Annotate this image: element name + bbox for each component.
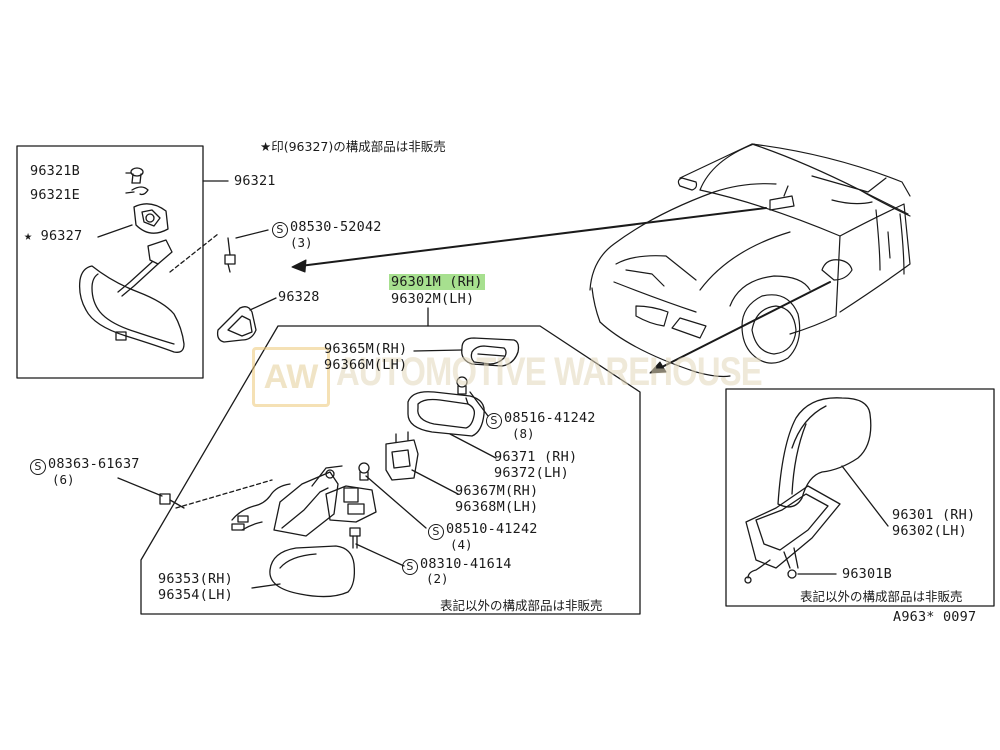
door-mirror-box bbox=[140, 325, 641, 615]
callout-96368m[interactable]: 96368M(LH) bbox=[455, 499, 539, 515]
arrow-inside-mirror bbox=[299, 207, 767, 267]
mirror-glass-holder bbox=[461, 337, 520, 367]
figure-code: A963* 0097 bbox=[893, 609, 977, 625]
callout-96354[interactable]: 96354(LH) bbox=[158, 587, 233, 603]
callout-96302[interactable]: 96302(LH) bbox=[892, 523, 967, 539]
callout-96302m[interactable]: 96302M(LH) bbox=[391, 291, 475, 307]
not-sold-note-center: 表記以外の構成部品は非販売 bbox=[440, 598, 603, 613]
callout-96371[interactable]: 96371 (RH) bbox=[494, 449, 578, 465]
watermark-text: AUTOMOTIVE WAREHOUSE bbox=[336, 350, 763, 394]
outside-mirror-assembly bbox=[744, 397, 872, 584]
callout-96353[interactable]: 96353(RH) bbox=[158, 571, 233, 587]
callout-96365m[interactable]: 96365M(RH) bbox=[324, 341, 408, 357]
mirror-gasket bbox=[407, 391, 485, 437]
screw-08363 bbox=[159, 493, 185, 509]
outside-mirror-box bbox=[725, 388, 995, 607]
qty-08530: (3) bbox=[290, 235, 313, 250]
standard-part-icon: S bbox=[30, 459, 46, 475]
screw-96321b bbox=[125, 167, 144, 184]
actuator-cover bbox=[385, 431, 419, 481]
callout-96372[interactable]: 96372(LH) bbox=[494, 465, 569, 481]
callout-96301b[interactable]: 96301B bbox=[842, 566, 892, 582]
screw-08310 bbox=[349, 527, 361, 549]
clip-96321e bbox=[125, 186, 149, 196]
cover-96328 bbox=[216, 306, 257, 343]
watermark-logo: AW bbox=[252, 347, 330, 407]
not-sold-note-right: 表記以外の構成部品は非販売 bbox=[800, 589, 963, 604]
inside-mirror-body bbox=[78, 239, 185, 353]
callout-96328[interactable]: 96328 bbox=[278, 289, 320, 305]
standard-part-icon: S bbox=[402, 559, 418, 575]
callout-96321e[interactable]: 96321E bbox=[30, 187, 80, 203]
screw-08516 bbox=[456, 376, 489, 417]
callout-96301m[interactable]: 96301M (RH) bbox=[389, 274, 485, 290]
qty-08363: (6) bbox=[52, 472, 75, 487]
callout-96366m[interactable]: 96366M(LH) bbox=[324, 357, 408, 373]
mirror-mount-96327 bbox=[133, 203, 169, 234]
inside-mirror-box bbox=[16, 145, 204, 379]
standard-part-icon: S bbox=[486, 413, 502, 429]
callout-96321[interactable]: 96321 bbox=[234, 173, 276, 189]
qty-08510: (4) bbox=[450, 537, 473, 552]
callout-96321b[interactable]: 96321B bbox=[30, 163, 80, 179]
mirror-cover-96353 bbox=[269, 545, 356, 598]
callout-96367m[interactable]: 96367M(RH) bbox=[455, 483, 539, 499]
arrow-door-mirror bbox=[659, 281, 831, 369]
not-sold-star-note: ★印(96327)の構成部品は非販売 bbox=[260, 139, 446, 154]
standard-part-icon: S bbox=[272, 222, 288, 238]
qty-08310: (2) bbox=[426, 571, 449, 586]
callout-96327[interactable]: ★ 96327 bbox=[24, 228, 83, 244]
car-outline bbox=[589, 143, 911, 378]
mirror-base-motor bbox=[231, 462, 377, 537]
qty-08516: (8) bbox=[512, 426, 535, 441]
standard-part-icon: S bbox=[428, 524, 444, 540]
screw-08530 bbox=[224, 237, 236, 273]
callout-96301[interactable]: 96301 (RH) bbox=[892, 507, 976, 523]
